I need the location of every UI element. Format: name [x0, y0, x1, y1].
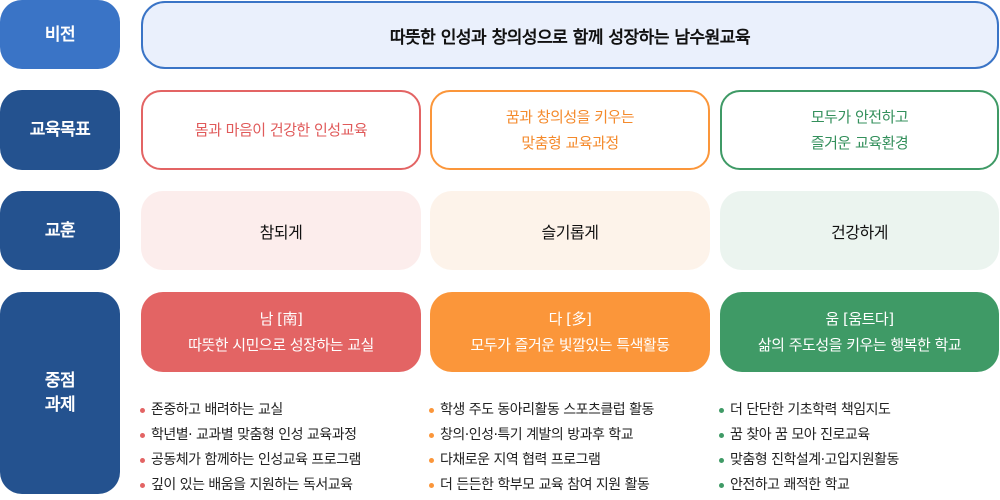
bullet-icon: [719, 408, 724, 413]
bullet-icon: [719, 458, 724, 463]
goal-3-line1: 모두가 안전하고: [810, 108, 909, 126]
list-item-text: 다채로운 지역 협력 프로그램: [440, 452, 601, 468]
bullet-icon: [140, 433, 145, 438]
list-item: 더 든든한 학부모 교육 참여 지원 활동: [429, 473, 654, 498]
list-item: 다채로운 지역 협력 프로그램: [429, 448, 654, 473]
bullet-icon: [719, 433, 724, 438]
list-item-text: 공동체가 함께하는 인성교육 프로그램: [151, 452, 361, 468]
label-goals-text: 교육목표: [29, 120, 91, 140]
list-item-text: 맞춤형 진학설계·고입지원활동: [730, 452, 899, 468]
focus-3-subtitle: 삶의 주도성을 키우는 행복한 학교: [757, 336, 962, 354]
focus-2-title: 다 [多]: [548, 310, 592, 328]
list-item: 더 단단한 기초학력 책임지도: [719, 398, 899, 423]
list-item-text: 꿈 찾아 꿈 모아 진로교육: [730, 427, 870, 443]
list-item-text: 더 단단한 기초학력 책임지도: [730, 402, 891, 418]
focus-1-list: 존중하고 배려하는 교실 학년별· 교과별 맞춤형 인성 교육과정 공동체가 함…: [140, 398, 361, 498]
goal-box-1: 몸과 마음이 건강한 인성교육: [141, 90, 421, 170]
list-item-text: 존중하고 배려하는 교실: [151, 402, 283, 418]
focus-1-subtitle: 따뜻한 시민으로 성장하는 교실: [188, 336, 374, 354]
focus-3-list: 더 단단한 기초학력 책임지도 꿈 찾아 꿈 모아 진로교육 맞춤형 진학설계·…: [719, 398, 899, 498]
list-item: 깊이 있는 배움을 지원하는 독서교육: [140, 473, 361, 498]
motto-box-1: 참되게: [141, 191, 421, 270]
focus-box-3: 움 [움트다] 삶의 주도성을 키우는 행복한 학교: [720, 292, 999, 372]
bullet-icon: [429, 408, 434, 413]
bullet-icon: [429, 483, 434, 488]
list-item: 꿈 찾아 꿈 모아 진로교육: [719, 423, 899, 448]
motto-3-text: 건강하게: [831, 222, 888, 242]
goal-3-line2: 즐거운 교육환경: [810, 134, 909, 152]
focus-2-list: 학생 주도 동아리활동 스포츠클럽 활동 창의·인성·특기 계발의 방과후 학교…: [429, 398, 654, 498]
motto-2-text: 슬기롭게: [541, 222, 599, 242]
list-item: 창의·인성·특기 계발의 방과후 학교: [429, 423, 654, 448]
list-item: 공동체가 함께하는 인성교육 프로그램: [140, 448, 361, 473]
list-item: 존중하고 배려하는 교실: [140, 398, 361, 423]
label-focus-line2: 과제: [44, 395, 76, 415]
list-item-text: 깊이 있는 배움을 지원하는 독서교육: [151, 477, 353, 493]
goal-2-line2: 맞춤형 교육과정: [521, 134, 619, 152]
goal-box-2: 꿈과 창의성을 키우는 맞춤형 교육과정: [430, 90, 710, 170]
goal-1-line1: 몸과 마음이 건강한 인성교육: [194, 121, 368, 139]
list-item-text: 안전하고 쾌적한 학교: [730, 477, 850, 493]
motto-box-2: 슬기롭게: [430, 191, 710, 270]
goal-2-line1: 꿈과 창의성을 키우는: [505, 108, 635, 126]
list-item: 맞춤형 진학설계·고입지원활동: [719, 448, 899, 473]
bullet-icon: [140, 458, 145, 463]
focus-1-title: 남 [南]: [259, 310, 303, 328]
list-item: 안전하고 쾌적한 학교: [719, 473, 899, 498]
list-item: 학년별· 교과별 맞춤형 인성 교육과정: [140, 423, 361, 448]
goal-box-3: 모두가 안전하고 즐거운 교육환경: [720, 90, 999, 170]
list-item-text: 학년별· 교과별 맞춤형 인성 교육과정: [151, 427, 357, 443]
label-motto: 교훈: [0, 191, 120, 270]
focus-3-title: 움 [움트다]: [825, 310, 894, 328]
motto-1-text: 참되게: [259, 222, 303, 242]
list-item-text: 학생 주도 동아리활동 스포츠클럽 활동: [440, 402, 654, 418]
bullet-icon: [140, 408, 145, 413]
label-vision-text: 비전: [44, 24, 76, 45]
focus-box-2: 다 [多] 모두가 즐거운 빛깔있는 특색활동: [430, 292, 710, 372]
vision-text: 따뜻한 인성과 창의성으로 함께 성장하는 남수원교육: [389, 27, 751, 48]
vision-box: 따뜻한 인성과 창의성으로 함께 성장하는 남수원교육: [141, 1, 999, 69]
motto-box-3: 건강하게: [720, 191, 999, 270]
focus-2-subtitle: 모두가 즐거운 빛깔있는 특색활동: [470, 336, 670, 354]
list-item-text: 더 든든한 학부모 교육 참여 지원 활동: [440, 477, 650, 493]
bullet-icon: [429, 458, 434, 463]
list-item: 학생 주도 동아리활동 스포츠클럽 활동: [429, 398, 654, 423]
bullet-icon: [140, 483, 145, 488]
label-vision: 비전: [0, 0, 120, 69]
list-item-text: 창의·인성·특기 계발의 방과후 학교: [440, 427, 634, 443]
bullet-icon: [429, 433, 434, 438]
bullet-icon: [719, 483, 724, 488]
label-goals: 교육목표: [0, 90, 120, 170]
label-focus: 중점 과제: [0, 292, 120, 494]
focus-box-1: 남 [南] 따뜻한 시민으로 성장하는 교실: [141, 292, 421, 372]
label-motto-text: 교훈: [44, 220, 76, 241]
label-focus-line1: 중점: [44, 371, 76, 391]
